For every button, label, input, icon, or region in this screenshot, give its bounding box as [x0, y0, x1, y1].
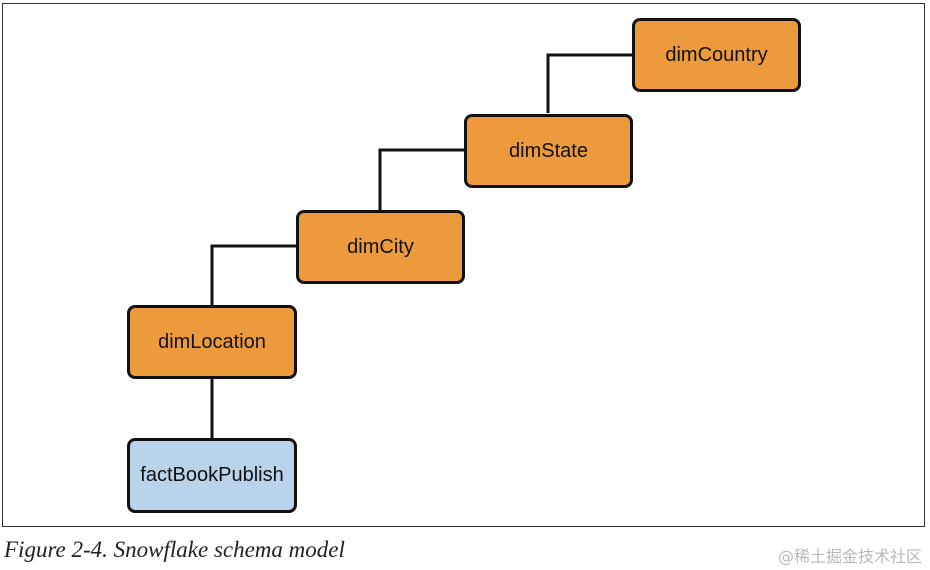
watermark-text: @稀土掘金技术社区 — [777, 547, 922, 566]
connector-dimlocation-dimcity — [210, 244, 297, 306]
node-label: dimCity — [347, 235, 414, 258]
connector-dimcity-dimstate — [378, 148, 465, 210]
node-dimstate: dimState — [464, 114, 633, 188]
node-label: dimLocation — [158, 330, 266, 353]
node-label: dimState — [509, 139, 588, 162]
node-dimcity: dimCity — [296, 210, 465, 284]
node-label: dimCountry — [665, 43, 768, 66]
node-dimcountry: dimCountry — [632, 18, 801, 92]
node-factbookpublish: factBookPublish — [127, 438, 297, 513]
connector-dimstate-dimcountry — [546, 53, 633, 113]
node-dimlocation: dimLocation — [127, 305, 297, 379]
node-label: factBookPublish — [140, 464, 284, 486]
figure-caption: Figure 2-4. Snowflake schema model — [4, 537, 345, 562]
